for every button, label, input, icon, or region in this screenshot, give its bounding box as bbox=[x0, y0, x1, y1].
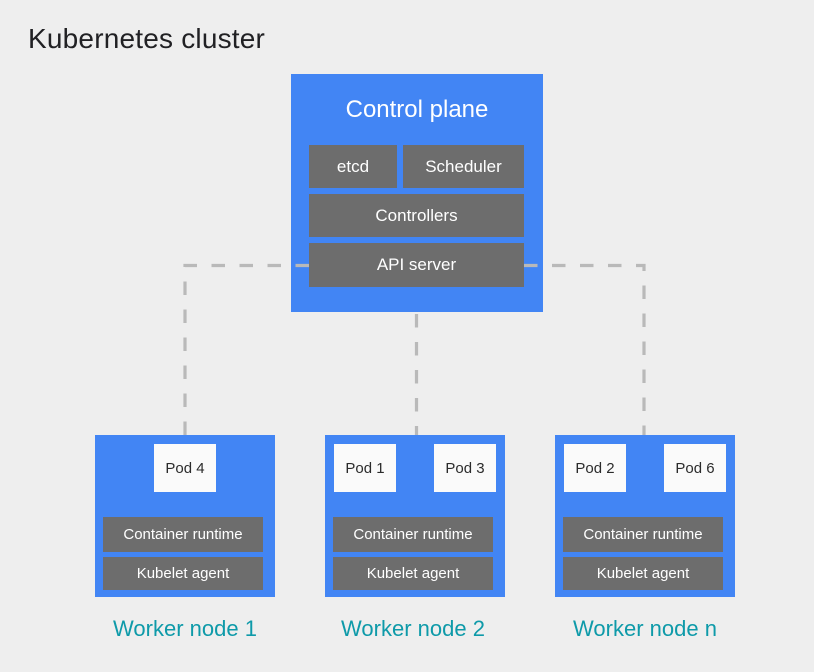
kubelet-agent-box: Kubelet agent bbox=[333, 557, 493, 590]
pod-2-box: Pod 2 bbox=[564, 444, 626, 492]
container-runtime-box: Container runtime bbox=[103, 517, 263, 552]
worker-node-1-label: Worker node 1 bbox=[113, 616, 257, 641]
api-server-box: API server bbox=[309, 243, 524, 287]
container-runtime-box: Container runtime bbox=[333, 517, 493, 552]
worker-node-2-box: Pod 1 Pod 3 Container runtime Kubelet ag… bbox=[325, 435, 505, 597]
pod-6-box: Pod 6 bbox=[664, 444, 726, 492]
control-plane-label: Control plane bbox=[345, 96, 489, 123]
control-plane-box: Control plane etcd Scheduler Controllers… bbox=[291, 74, 543, 312]
worker-node-1-box: Pod 4 Container runtime Kubelet agent bbox=[95, 435, 275, 597]
worker-node-n-box: Pod 2 Pod 6 Container runtime Kubelet ag… bbox=[555, 435, 735, 597]
scheduler-box: Scheduler bbox=[403, 145, 524, 188]
pod-4-box: Pod 4 bbox=[154, 444, 216, 492]
kubelet-agent-box: Kubelet agent bbox=[563, 557, 723, 590]
container-runtime-box: Container runtime bbox=[563, 517, 723, 552]
controllers-box: Controllers bbox=[309, 194, 524, 237]
etcd-box: etcd bbox=[309, 145, 397, 188]
diagram-title: Kubernetes cluster bbox=[28, 23, 266, 54]
pod-1-box: Pod 1 bbox=[334, 444, 396, 492]
kubelet-agent-box: Kubelet agent bbox=[103, 557, 263, 590]
worker-node-n-label: Worker node n bbox=[573, 616, 717, 641]
worker-node-2-label: Worker node 2 bbox=[341, 616, 485, 641]
pod-3-box: Pod 3 bbox=[434, 444, 496, 492]
